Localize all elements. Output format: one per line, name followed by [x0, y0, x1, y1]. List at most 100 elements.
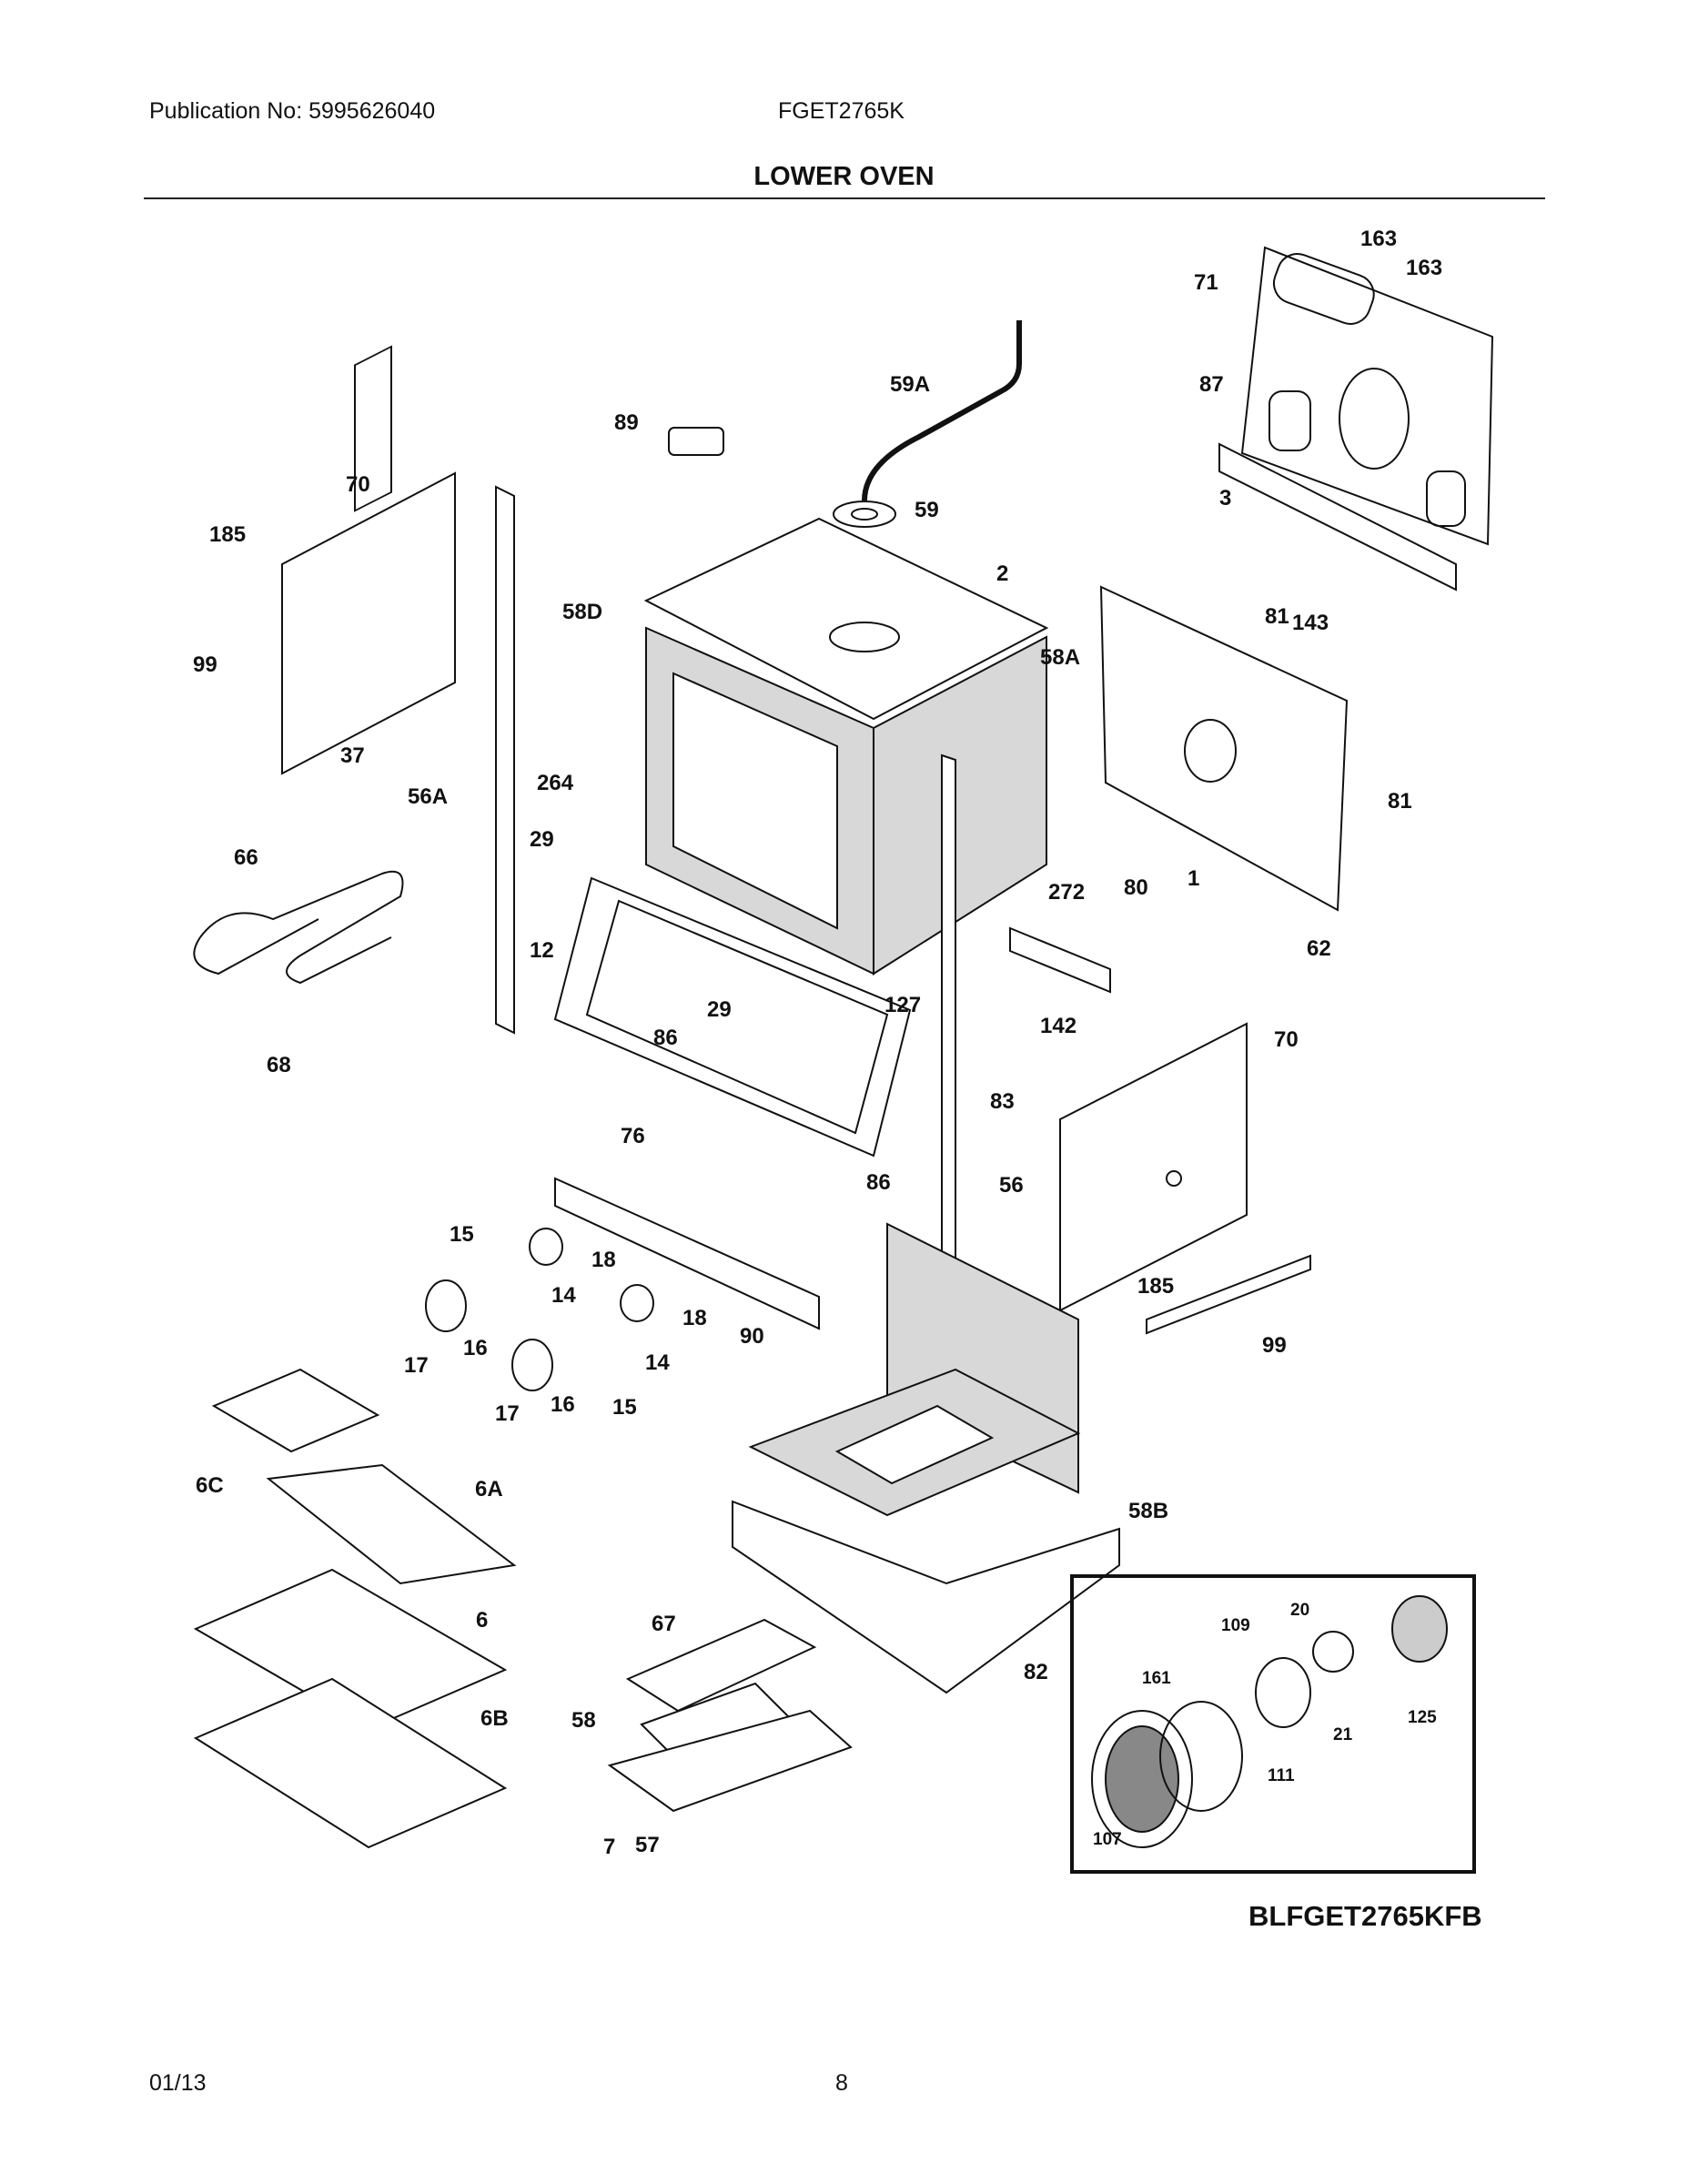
callout-label: 15: [450, 1222, 474, 1247]
callout-label: 14: [551, 1283, 576, 1308]
inset-callout-label: 107: [1093, 1830, 1122, 1849]
broil-element-part: [193, 870, 404, 985]
callout-label: 58: [571, 1708, 596, 1733]
inset-callout-label: 20: [1290, 1601, 1309, 1620]
rack-part: [266, 1463, 517, 1585]
callout-label: 18: [591, 1248, 616, 1272]
callout-label: 90: [740, 1324, 764, 1349]
rail-part: [1218, 442, 1457, 592]
callout-label: 62: [1307, 936, 1331, 961]
inset-callout-label: 111: [1268, 1766, 1295, 1785]
callout-label: 56: [999, 1173, 1024, 1198]
lamp-part: [620, 1284, 654, 1322]
pan-part: [607, 1709, 853, 1813]
callout-label: 59A: [890, 372, 930, 397]
callout-label: 6: [476, 1608, 488, 1633]
inset-callout-label: 109: [1221, 1616, 1250, 1635]
rail-part: [554, 1177, 820, 1330]
callout-label: 1: [1188, 866, 1199, 891]
callout-label: 142: [1040, 1014, 1076, 1038]
callout-label: 29: [707, 997, 732, 1022]
callout-label: 37: [340, 743, 365, 768]
callout-label: 6A: [475, 1477, 503, 1502]
callout-label: 58D: [562, 600, 602, 624]
callout-label: 58A: [1040, 645, 1080, 670]
callout-label: 143: [1292, 611, 1329, 635]
callout-label: 7: [603, 1835, 615, 1859]
oven-bottom-part: [732, 1222, 1120, 1694]
publication-number: Publication No: 5995626040: [149, 98, 436, 124]
inset-callout-label: 21: [1333, 1725, 1353, 1744]
callout-label: 163: [1360, 227, 1397, 251]
model-number: FGET2765K: [778, 98, 905, 124]
lamp-part: [529, 1228, 563, 1266]
rack-part: [211, 1368, 380, 1453]
back-panel-part: [1240, 246, 1494, 546]
callout-label: 71: [1194, 270, 1218, 295]
inset-callout-label: 161: [1142, 1669, 1171, 1688]
callout-label: 185: [1137, 1274, 1174, 1299]
sensor-part: [668, 427, 724, 456]
callout-label: 12: [530, 938, 554, 963]
callout-label: 17: [404, 1353, 429, 1378]
callout-label: 76: [621, 1124, 645, 1148]
inset-fan-assembly: [1091, 1595, 1448, 1848]
rack-part: [193, 1677, 508, 1849]
footer-date: 01/13: [149, 2070, 207, 2096]
callout-label: 86: [653, 1026, 678, 1050]
page-number: 8: [835, 2070, 848, 2096]
callout-label: 99: [193, 652, 217, 677]
callout-label: 59: [915, 498, 939, 522]
callout-label: 99: [1262, 1333, 1287, 1358]
callout-label: 264: [537, 771, 574, 795]
callout-label: 81: [1388, 789, 1412, 814]
callout-label: 87: [1199, 372, 1224, 397]
page-title: LOWER OVEN: [753, 162, 935, 191]
left-panel-part: [281, 471, 456, 775]
rail-part: [1146, 1254, 1311, 1335]
callout-label: 81: [1265, 604, 1289, 629]
callout-label: 86: [866, 1170, 891, 1195]
callout-label: 14: [645, 1350, 670, 1375]
callout-label: 127: [884, 993, 921, 1017]
oven-cavity-part: [645, 626, 1047, 976]
callout-label: 18: [682, 1306, 707, 1330]
callout-label: 70: [346, 472, 370, 497]
callout-label: 16: [463, 1336, 488, 1360]
tube-part: [862, 320, 1022, 501]
figure-code: BLFGET2765KFB: [1248, 1900, 1482, 1932]
strip-part: [941, 753, 956, 1294]
callout-label: 3: [1219, 486, 1231, 511]
callout-label: 2: [996, 561, 1008, 586]
callout-label: 70: [1274, 1027, 1299, 1052]
lamp-part: [511, 1339, 553, 1391]
door-frame-part: [553, 876, 912, 1158]
inset-callout-label: 125: [1408, 1708, 1437, 1727]
callout-label: 16: [551, 1392, 575, 1417]
callout-label: 80: [1124, 875, 1148, 900]
callout-label: 15: [612, 1395, 637, 1420]
callout-label: 6C: [196, 1473, 224, 1498]
callout-label: 272: [1048, 880, 1085, 905]
callout-label: 56A: [408, 784, 448, 809]
callout-label: 89: [614, 410, 639, 435]
callout-label: 163: [1406, 256, 1442, 280]
pan-part: [625, 1618, 817, 1713]
callout-label: 29: [530, 827, 554, 852]
inset-callout-labels: 20 109 161 125 21 111 107: [1093, 1601, 1437, 1849]
callout-label: 17: [495, 1401, 520, 1426]
bake-element-part: [1009, 926, 1111, 994]
callout-label: 6B: [480, 1706, 509, 1731]
callout-label: 67: [652, 1612, 676, 1636]
right-panel-part: [1059, 1022, 1248, 1312]
strip-part: [495, 485, 515, 1035]
callout-label: 58B: [1128, 1499, 1168, 1523]
inset-box: [1070, 1574, 1476, 1874]
callout-label: 66: [234, 845, 258, 870]
callout-label: 68: [267, 1053, 291, 1077]
title-divider: [144, 197, 1545, 199]
callout-label: 57: [635, 1833, 660, 1857]
oven-top-part: [643, 500, 1049, 721]
